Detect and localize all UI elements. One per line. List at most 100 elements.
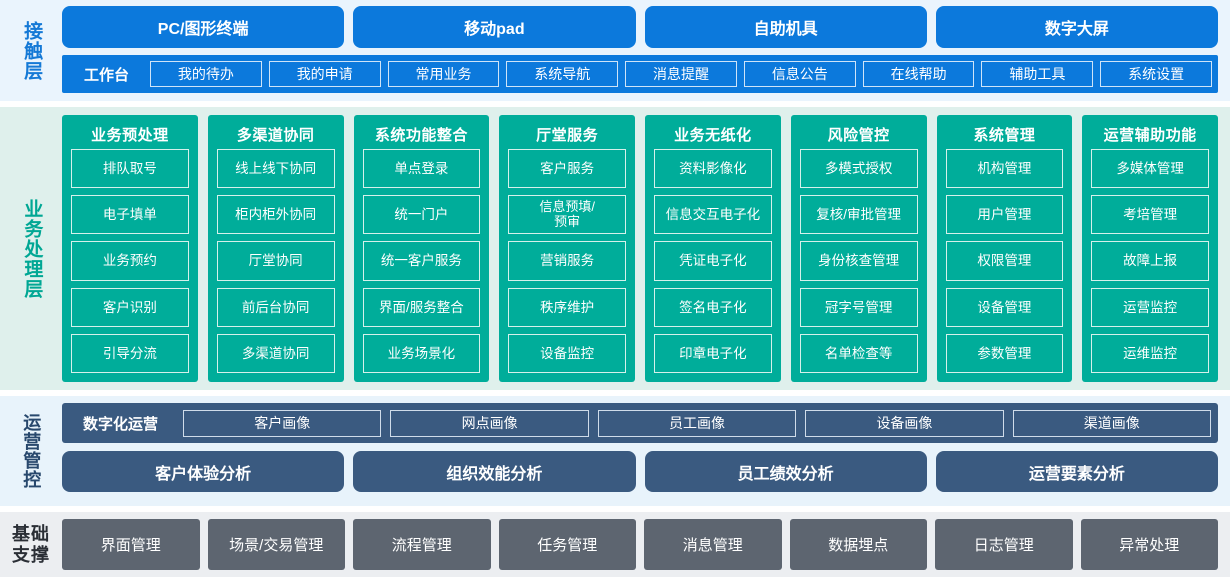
foundation-label-text: 基础 支撑 bbox=[12, 524, 50, 564]
portrait-item-customer[interactable]: 客户画像 bbox=[183, 409, 382, 437]
group-item[interactable]: 信息交互电子化 bbox=[654, 195, 772, 235]
analysis-item-operation-factors[interactable]: 运营要素分析 bbox=[935, 451, 1218, 492]
group-title: 业务无纸化 bbox=[674, 127, 752, 144]
group-item[interactable]: 用户管理 bbox=[945, 195, 1064, 235]
group-item[interactable]: 营销服务 bbox=[508, 241, 626, 281]
analysis-row: 客户体验分析 组织效能分析 员工绩效分析 运营要素分析 bbox=[62, 451, 1218, 492]
group-item[interactable]: 参数管理 bbox=[945, 333, 1064, 374]
business-group-row: 业务预处理 排队取号 电子填单 业务预约 客户识别 引导分流 多渠道协同 线上线… bbox=[62, 115, 1218, 382]
workbench-item-system-navigation[interactable]: 系统导航 bbox=[506, 61, 619, 87]
channel-item-digital-screen[interactable]: 数字大屏 bbox=[935, 6, 1218, 48]
group-item[interactable]: 考培管理 bbox=[1091, 195, 1209, 235]
group-item[interactable]: 排队取号 bbox=[71, 149, 189, 189]
group-item[interactable]: 名单检查等 bbox=[799, 333, 918, 374]
contact-layer: 接触层 PC/图形终端 移动pad 自助机具 数字大屏 工作台 我的待办 我的申… bbox=[0, 0, 1230, 101]
portrait-item-device[interactable]: 设备画像 bbox=[805, 409, 1004, 437]
group-item[interactable]: 多模式授权 bbox=[799, 149, 918, 189]
layer-gap-1 bbox=[0, 101, 1230, 107]
business-group-system-management: 系统管理 机构管理 用户管理 权限管理 设备管理 参数管理 bbox=[936, 115, 1073, 382]
business-group-lobby-service: 厅堂服务 客户服务 信息预填/ 预审 营销服务 秩序维护 设备监控 bbox=[499, 115, 635, 382]
group-item[interactable]: 多媒体管理 bbox=[1091, 149, 1209, 189]
group-item[interactable]: 机构管理 bbox=[945, 149, 1064, 189]
group-item[interactable]: 信息预填/ 预审 bbox=[508, 195, 626, 235]
workbench-item-my-todo[interactable]: 我的待办 bbox=[150, 61, 262, 87]
group-item[interactable]: 柜内柜外协同 bbox=[216, 195, 335, 235]
group-item[interactable]: 引导分流 bbox=[71, 333, 189, 374]
operations-layer: 运营管控 数字化运营 客户画像 网点画像 员工画像 设备画像 渠道画像 客户体验… bbox=[0, 396, 1230, 506]
group-item[interactable]: 统一门户 bbox=[362, 195, 481, 235]
group-item[interactable]: 运营监控 bbox=[1091, 287, 1209, 327]
contact-layer-label: 接触层 bbox=[21, 20, 43, 81]
group-item[interactable]: 客户识别 bbox=[71, 287, 189, 327]
group-title: 运营辅助功能 bbox=[1103, 127, 1197, 144]
foundation-item-ui-management[interactable]: 界面管理 bbox=[62, 519, 200, 570]
business-group-preprocessing: 业务预处理 排队取号 电子填单 业务预约 客户识别 引导分流 bbox=[62, 115, 198, 382]
group-item[interactable]: 故障上报 bbox=[1091, 241, 1209, 281]
group-item[interactable]: 电子填单 bbox=[71, 195, 189, 235]
layer-gap-3 bbox=[0, 506, 1230, 512]
group-item[interactable]: 业务预约 bbox=[71, 241, 189, 281]
workbench-item-common-business[interactable]: 常用业务 bbox=[387, 61, 500, 87]
foundation-item-data-tracking[interactable]: 数据埋点 bbox=[789, 519, 927, 570]
contact-layer-body: PC/图形终端 移动pad 自助机具 数字大屏 工作台 我的待办 我的申请 常用… bbox=[62, 6, 1218, 95]
group-items: 线上线下协同 柜内柜外协同 厅堂协同 前后台协同 多渠道协同 bbox=[216, 149, 335, 374]
workbench-title: 工作台 bbox=[84, 66, 130, 84]
group-item[interactable]: 单点登录 bbox=[362, 149, 481, 189]
foundation-item-message-management[interactable]: 消息管理 bbox=[644, 519, 782, 570]
foundation-layer: 基础 支撑 界面管理 场景/交易管理 流程管理 任务管理 消息管理 数据埋点 日… bbox=[0, 512, 1230, 577]
group-item[interactable]: 凭证电子化 bbox=[654, 241, 772, 281]
foundation-item-exception-handling[interactable]: 异常处理 bbox=[1080, 519, 1218, 570]
portrait-item-employee[interactable]: 员工画像 bbox=[597, 409, 797, 437]
workbench-row: 工作台 我的待办 我的申请 常用业务 系统导航 消息提醒 信息公告 在线帮助 辅… bbox=[62, 55, 1218, 93]
portrait-item-channel[interactable]: 渠道画像 bbox=[1012, 409, 1211, 437]
group-items: 多媒体管理 考培管理 故障上报 运营监控 运维监控 bbox=[1091, 149, 1209, 374]
group-item[interactable]: 客户服务 bbox=[508, 149, 626, 189]
group-item[interactable]: 厅堂协同 bbox=[216, 241, 335, 281]
group-title: 系统功能整合 bbox=[374, 127, 468, 144]
foundation-item-task-management[interactable]: 任务管理 bbox=[498, 519, 636, 570]
digital-operations-title: 数字化运营 bbox=[83, 415, 159, 433]
analysis-item-customer-experience[interactable]: 客户体验分析 bbox=[62, 451, 345, 492]
group-item[interactable]: 前后台协同 bbox=[216, 287, 335, 327]
channel-item-pc[interactable]: PC/图形终端 bbox=[62, 6, 345, 48]
group-item[interactable]: 线上线下协同 bbox=[216, 149, 335, 189]
group-item[interactable]: 复核/审批管理 bbox=[799, 195, 918, 235]
workbench-item-auxiliary-tools[interactable]: 辅助工具 bbox=[981, 61, 1094, 87]
workbench-item-message-reminder[interactable]: 消息提醒 bbox=[625, 61, 737, 87]
group-item[interactable]: 秩序维护 bbox=[508, 287, 626, 327]
group-item[interactable]: 印章电子化 bbox=[654, 333, 772, 374]
business-layer-body: 业务预处理 排队取号 电子填单 业务预约 客户识别 引导分流 多渠道协同 线上线… bbox=[62, 115, 1218, 382]
group-item[interactable]: 设备监控 bbox=[508, 333, 626, 374]
channel-item-mobile-pad[interactable]: 移动pad bbox=[353, 6, 636, 48]
group-item[interactable]: 签名电子化 bbox=[654, 287, 772, 327]
workbench-item-my-application[interactable]: 我的申请 bbox=[268, 61, 381, 87]
portrait-item-branch[interactable]: 网点画像 bbox=[390, 409, 589, 437]
analysis-item-employee-performance[interactable]: 员工绩效分析 bbox=[644, 451, 927, 492]
workbench-item-system-settings[interactable]: 系统设置 bbox=[1100, 61, 1213, 87]
group-title: 风险管控 bbox=[827, 127, 890, 144]
group-item[interactable]: 冠字号管理 bbox=[799, 287, 918, 327]
group-item[interactable]: 多渠道协同 bbox=[216, 333, 335, 374]
group-item[interactable]: 界面/服务整合 bbox=[362, 287, 481, 327]
foundation-item-process-management[interactable]: 流程管理 bbox=[353, 519, 491, 570]
group-items: 资料影像化 信息交互电子化 凭证电子化 签名电子化 印章电子化 bbox=[654, 149, 772, 374]
workbench-item-announcement[interactable]: 信息公告 bbox=[743, 61, 856, 87]
group-item[interactable]: 设备管理 bbox=[945, 287, 1064, 327]
group-item[interactable]: 身份核查管理 bbox=[799, 241, 918, 281]
foundation-item-scenario-transaction[interactable]: 场景/交易管理 bbox=[207, 519, 345, 570]
channel-item-self-service[interactable]: 自助机具 bbox=[644, 6, 927, 48]
group-item[interactable]: 统一客户服务 bbox=[362, 241, 481, 281]
group-item[interactable]: 运维监控 bbox=[1091, 333, 1209, 374]
business-group-system-integration: 系统功能整合 单点登录 统一门户 统一客户服务 界面/服务整合 业务场景化 bbox=[353, 115, 490, 382]
foundation-layer-body: 界面管理 场景/交易管理 流程管理 任务管理 消息管理 数据埋点 日志管理 异常… bbox=[62, 519, 1218, 570]
group-item[interactable]: 权限管理 bbox=[945, 241, 1064, 281]
group-item[interactable]: 资料影像化 bbox=[654, 149, 772, 189]
foundation-item-log-management[interactable]: 日志管理 bbox=[935, 519, 1073, 570]
workbench-item-online-help[interactable]: 在线帮助 bbox=[862, 61, 975, 87]
group-title: 系统管理 bbox=[973, 127, 1036, 144]
business-group-paperless: 业务无纸化 资料影像化 信息交互电子化 凭证电子化 签名电子化 印章电子化 bbox=[645, 115, 781, 382]
group-item[interactable]: 业务场景化 bbox=[362, 333, 481, 374]
analysis-item-organization-efficiency[interactable]: 组织效能分析 bbox=[353, 451, 636, 492]
digital-operations-row: 数字化运营 客户画像 网点画像 员工画像 设备画像 渠道画像 bbox=[62, 403, 1218, 443]
group-items: 排队取号 电子填单 业务预约 客户识别 引导分流 bbox=[71, 149, 189, 374]
